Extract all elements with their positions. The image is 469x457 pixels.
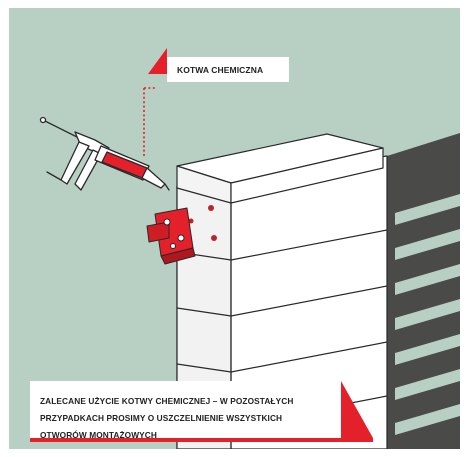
callout-bottom-marker [341,381,373,438]
callout-recommendation-line2: PRZYPADKACH PROSIMY O USZCZELNIENIE WSZY… [40,413,283,423]
mounting-holes [188,205,217,241]
chimney-block-icon [176,133,388,449]
wall-panel [387,133,460,449]
callout-recommendation: ZALECANE UŻYCIE KOTWY CHEMICZNEJ – W POZ… [30,381,341,440]
callout-top-marker [148,48,167,74]
illustration-frame: KOTWA CHEMICZNA ZALECANE UŻYCIE KOTWY CH… [9,8,460,449]
callout-chemical-anchor-label: KOTWA CHEMICZNA [177,64,264,75]
callout-chemical-anchor: KOTWA CHEMICZNA [167,57,289,82]
caulking-gun-icon [39,116,170,191]
callout-bottom-bar [30,438,373,442]
mounting-bracket-icon [146,207,196,265]
leader-line [143,87,155,158]
callout-recommendation-line3: OTWORÓW MONTAŻOWYCH [40,430,157,440]
callout-recommendation-line1: ZALECANE UŻYCIE KOTWY CHEMICZNEJ – W POZ… [40,396,294,406]
